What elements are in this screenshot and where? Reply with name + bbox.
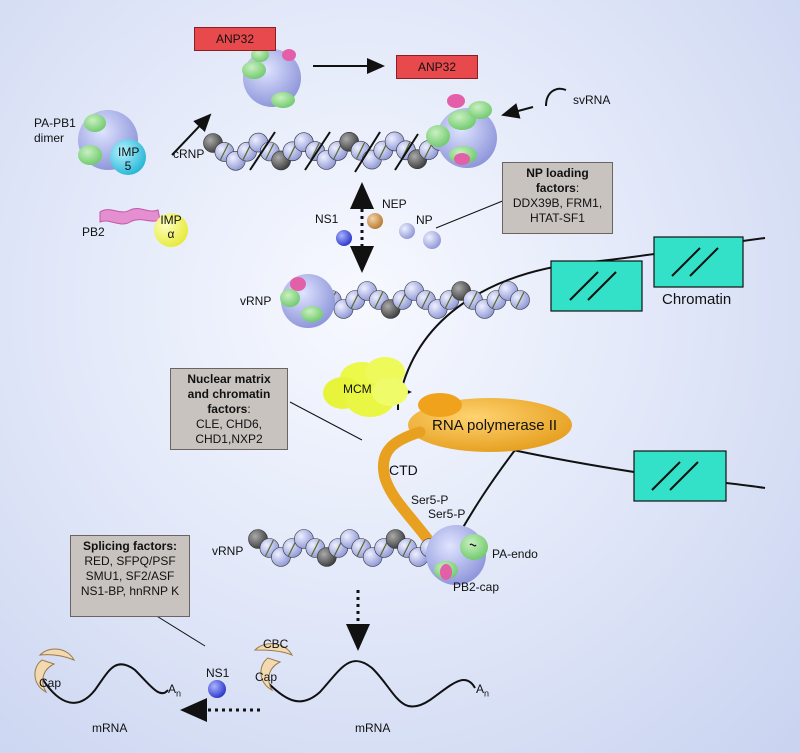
pa-endo-label: PA-endo (492, 547, 538, 561)
pb2-cap-label: PB2-cap (453, 580, 500, 594)
polymerase-vrnp-top (280, 274, 335, 328)
np-loading-line2: HTAT-SF1 (530, 211, 585, 225)
ns1-label-top: NS1 (315, 212, 339, 226)
chromatin-box-2 (653, 236, 744, 288)
an-label-left: An (168, 683, 181, 698)
splicing-title: Splicing factors: (82, 539, 177, 553)
an-left-a: A (168, 682, 177, 696)
an-right-n: n (484, 688, 490, 699)
ctd-label: CTD (389, 462, 418, 478)
mrna-label-left: mRNA (92, 721, 128, 735)
ser5p-label-1: Ser5-P (411, 493, 449, 507)
imp5-circle (110, 139, 146, 175)
pb2-label: PB2 (82, 225, 105, 239)
an-right-a: A (476, 682, 485, 696)
splicing-line1: RED, SFPQ/PSF (84, 554, 176, 568)
nuclear-matrix-line2: CHD1,NXP2 (195, 432, 263, 446)
np-loading-title: NP loading factors (526, 166, 589, 195)
polymerase-vrnp-bottom (426, 525, 488, 585)
svrna-label: svRNA (573, 93, 611, 107)
chromatin-box-3 (633, 450, 727, 502)
nuclear-matrix-title1: Nuclear matrix (187, 372, 271, 386)
splicing-line2: SMU1, SF2/ASF (85, 569, 175, 583)
ns1-label-bottom: NS1 (206, 666, 230, 680)
nuclear-matrix-line1: CLE, CHD6, (195, 417, 263, 431)
pa-pb1-dimer-text: PA-PB1 dimer (34, 116, 76, 145)
cap-label-right: Cap (255, 670, 278, 684)
chromatin-box-1 (550, 260, 643, 312)
np-loading-box: NP loading factors: DDX39B, FRM1, HTAT-S… (502, 162, 613, 234)
an-left-n: n (176, 688, 182, 699)
mrna-label-right: mRNA (355, 721, 391, 735)
pb2-imp-alpha (99, 207, 188, 247)
mcm-complex (323, 357, 408, 417)
an-label-right: An (476, 683, 489, 698)
anp32-box-right: ANP32 (396, 55, 478, 79)
splicing-line3: NS1-BP, hnRNP K (80, 584, 180, 598)
vrnp-chain-top (310, 281, 530, 319)
mcm-label: MCM (343, 382, 372, 396)
vrnp-chain-bottom (248, 529, 440, 567)
cbc-label: CBC (263, 637, 289, 651)
polymerase-crnp (426, 94, 497, 168)
nuclear-matrix-box: Nuclear matrix and chromatin factors: CL… (170, 368, 288, 450)
rna-polymerase-label: RNA polymerase II (432, 417, 558, 434)
crnp-chain (203, 131, 450, 173)
chromatin-label: Chromatin (662, 291, 732, 308)
crnp-label: cRNP (173, 147, 205, 161)
polymerase-dimer (78, 110, 146, 175)
nuclear-matrix-title2b: factors: (207, 402, 251, 416)
vrnp-label-bottom: vRNP (212, 544, 244, 558)
vrnp-label-top: vRNP (240, 294, 272, 308)
nep-label: NEP (382, 197, 407, 211)
nuclear-matrix-title2a: and chromatin (187, 387, 271, 401)
imp5-label: IMP 5 (118, 145, 140, 173)
np-loading-line1: DDX39B, FRM1, (512, 196, 603, 210)
splicing-box: Splicing factors: RED, SFPQ/PSF SMU1, SF… (70, 535, 190, 617)
polymerase-anp32-top (242, 48, 301, 108)
pa-pb1-dimer-label: PA-PB1 dimer (34, 116, 76, 146)
imp-alpha-label: IMP α (160, 213, 182, 241)
cap-label-left: Cap (39, 676, 62, 690)
anp32-box-top: ANP32 (194, 27, 276, 51)
np-label: NP (416, 213, 433, 227)
ser5p-label-2: Ser5-P (428, 507, 466, 521)
